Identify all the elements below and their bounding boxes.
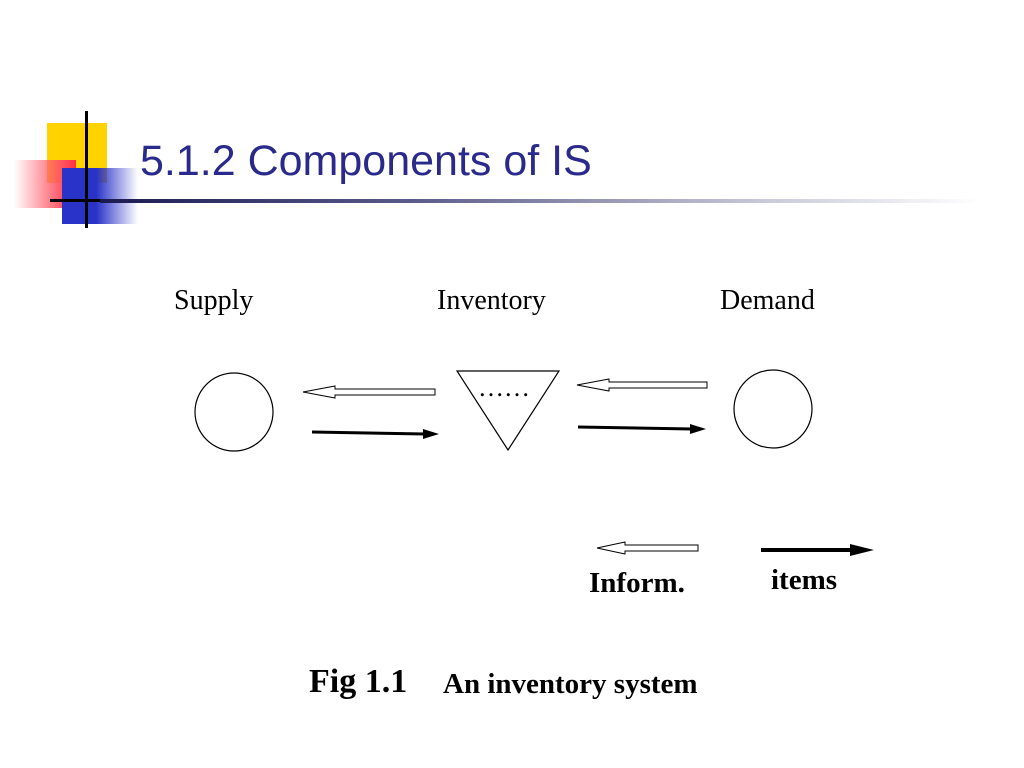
info-legend-arrow — [596, 541, 699, 555]
items-legend-arrow-head — [850, 544, 874, 556]
supply-node — [194, 372, 274, 452]
title-underline — [100, 199, 980, 203]
items-arrow-supply-to-inventory-shaft — [311, 430, 426, 436]
slide-title: 5.1.2 Components of IS — [140, 137, 592, 185]
decor-blue-square — [62, 168, 138, 224]
inventory-level-marker: …… — [478, 373, 530, 402]
inventory-label: Inventory — [437, 285, 546, 316]
decor-horizontal-line — [50, 199, 142, 202]
items-arrow-inventory-to-demand-shaft — [577, 425, 693, 431]
supply-label: Supply — [174, 285, 254, 316]
info-arrow-inventory-to-supply — [302, 385, 436, 399]
figure-number: Fig 1.1 — [309, 663, 408, 700]
decor-vertical-line — [85, 111, 88, 228]
items-arrow-supply-to-inventory-head — [423, 429, 439, 439]
legend-items-label: items — [771, 564, 838, 596]
legend-information-label: Inform. — [589, 567, 685, 599]
demand-label: Demand — [720, 285, 815, 316]
demand-node — [733, 369, 813, 449]
inventory-node — [455, 370, 561, 452]
info-arrow-demand-to-inventory — [576, 378, 708, 392]
figure-caption: An inventory system — [443, 668, 698, 700]
items-arrow-inventory-to-demand-head — [690, 424, 706, 434]
